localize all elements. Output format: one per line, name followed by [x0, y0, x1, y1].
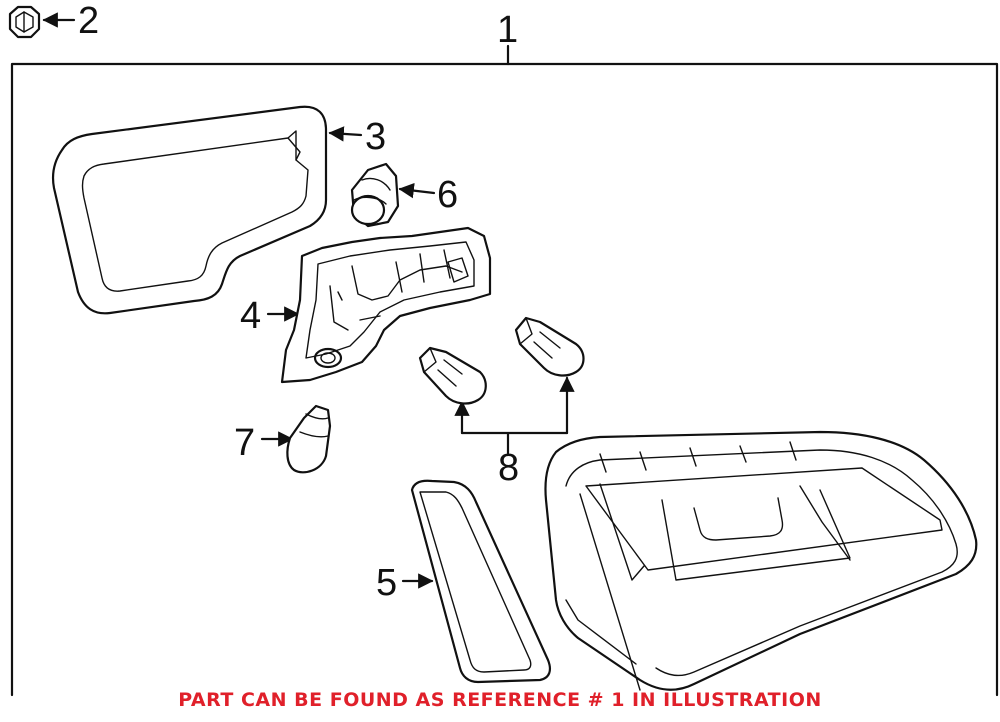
small-bulb-part [286, 404, 332, 474]
callout-3: 3 [365, 116, 386, 158]
reflector-part [410, 479, 551, 684]
push-nut-part [8, 5, 41, 39]
leader-arrows [42, 12, 575, 589]
reference-note: PART CAN BE FOUND AS REFERENCE # 1 IN IL… [178, 689, 822, 711]
tail-lamp-assembly-part [544, 430, 978, 691]
callout-2: 2 [78, 0, 99, 42]
callout-8: 8 [498, 447, 519, 489]
bulb-left-part [418, 346, 487, 405]
callout-5: 5 [376, 562, 397, 604]
bulb-right-part [514, 316, 585, 377]
assembly-frame [10, 44, 999, 697]
callout-6: 6 [437, 174, 458, 216]
bulb-holder-part [280, 226, 492, 384]
lamp-gasket-part [51, 105, 328, 315]
callout-4: 4 [240, 295, 261, 337]
callout-7: 7 [234, 422, 255, 464]
socket-part [350, 162, 400, 228]
callout-1: 1 [497, 9, 518, 51]
